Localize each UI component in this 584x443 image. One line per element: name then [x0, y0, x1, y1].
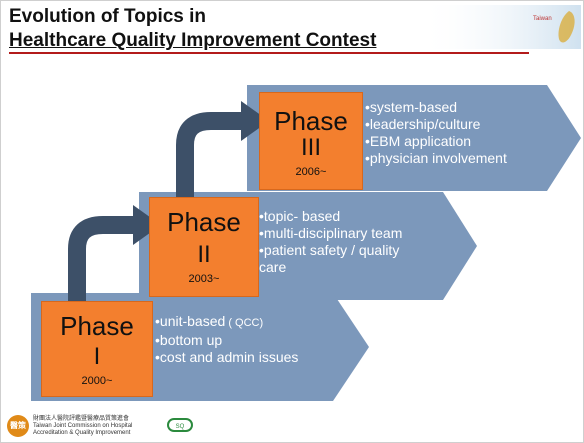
- phase-2-bullet: •topic- based: [259, 208, 341, 224]
- phase-2-label: Phase: [167, 207, 241, 237]
- curve-arrow-2-to-3: [176, 101, 269, 197]
- slide-title: Evolution of Topics in Healthcare Qualit…: [9, 5, 376, 53]
- phase-1-bullet-suffix: ( QCC): [225, 317, 264, 329]
- phase-1-bullet-text: •unit-based: [155, 313, 226, 329]
- phase-2-year: 2003~: [188, 273, 220, 285]
- phase-2-bullets: •topic- based •multi-disciplinary team •…: [259, 208, 402, 276]
- title-line-1: Evolution of Topics in: [9, 6, 207, 27]
- phase-2-bullet: •patient safety / quality: [259, 242, 400, 258]
- phase-2-bullet: care: [259, 259, 287, 275]
- phase-3-label: Phase: [274, 106, 348, 136]
- phase-3-bullet: •EBM application: [365, 133, 472, 149]
- quality-badge-icon: SQ: [167, 418, 193, 432]
- title-line-2: Healthcare Quality Improvement Contest: [9, 30, 377, 51]
- phase-1-bullets: •unit-based ( QCC) •bottom up •cost and …: [155, 313, 298, 366]
- phase-2-number: II: [197, 241, 211, 268]
- phase-3-bullet: •leadership/culture: [365, 116, 481, 132]
- phase-1-box: Phase I 2000~: [41, 301, 153, 397]
- phase-2-bullet: •multi-disciplinary team: [259, 225, 403, 241]
- phase-3-bullet: •system-based: [365, 99, 458, 115]
- phase-3-bullets: •system-based •leadership/culture •EBM a…: [365, 99, 507, 167]
- phase-3-bullet: •physician involvement: [365, 150, 507, 166]
- org-name-zh: 財團法人醫院評鑑暨醫療品質策進會: [33, 416, 130, 422]
- org-name-en: Taiwan Joint Commission on Hospital Accr…: [33, 423, 133, 436]
- phase-1-bullet: •bottom up: [155, 332, 223, 348]
- phase-1-label: Phase: [60, 311, 134, 341]
- footer: 醫策 財團法人醫院評鑑暨醫療品質策進會 Taiwan Joint Commiss…: [7, 415, 227, 437]
- taiwan-map-banner: [419, 5, 581, 49]
- phase-3-year: 2006~: [295, 166, 327, 178]
- phase-3-number: III: [300, 134, 321, 161]
- phase-3-box: Phase III 2006~: [259, 92, 363, 190]
- org-name: 財團法人醫院評鑑暨醫療品質策進會 Taiwan Joint Commission…: [33, 416, 163, 437]
- phase-1-number: I: [93, 343, 101, 370]
- phase-1-year: 2000~: [81, 375, 113, 387]
- phase-1-bullet: •cost and admin issues: [155, 349, 299, 365]
- org-logo-icon: 醫策: [7, 415, 29, 437]
- phase-2-box: Phase II 2003~: [149, 197, 259, 297]
- title-underline: [9, 52, 529, 54]
- phase-1-bullet: •unit-based ( QCC): [155, 313, 298, 332]
- curve-arrow-1-to-2: [68, 205, 161, 301]
- map-label: Taiwan: [533, 16, 552, 22]
